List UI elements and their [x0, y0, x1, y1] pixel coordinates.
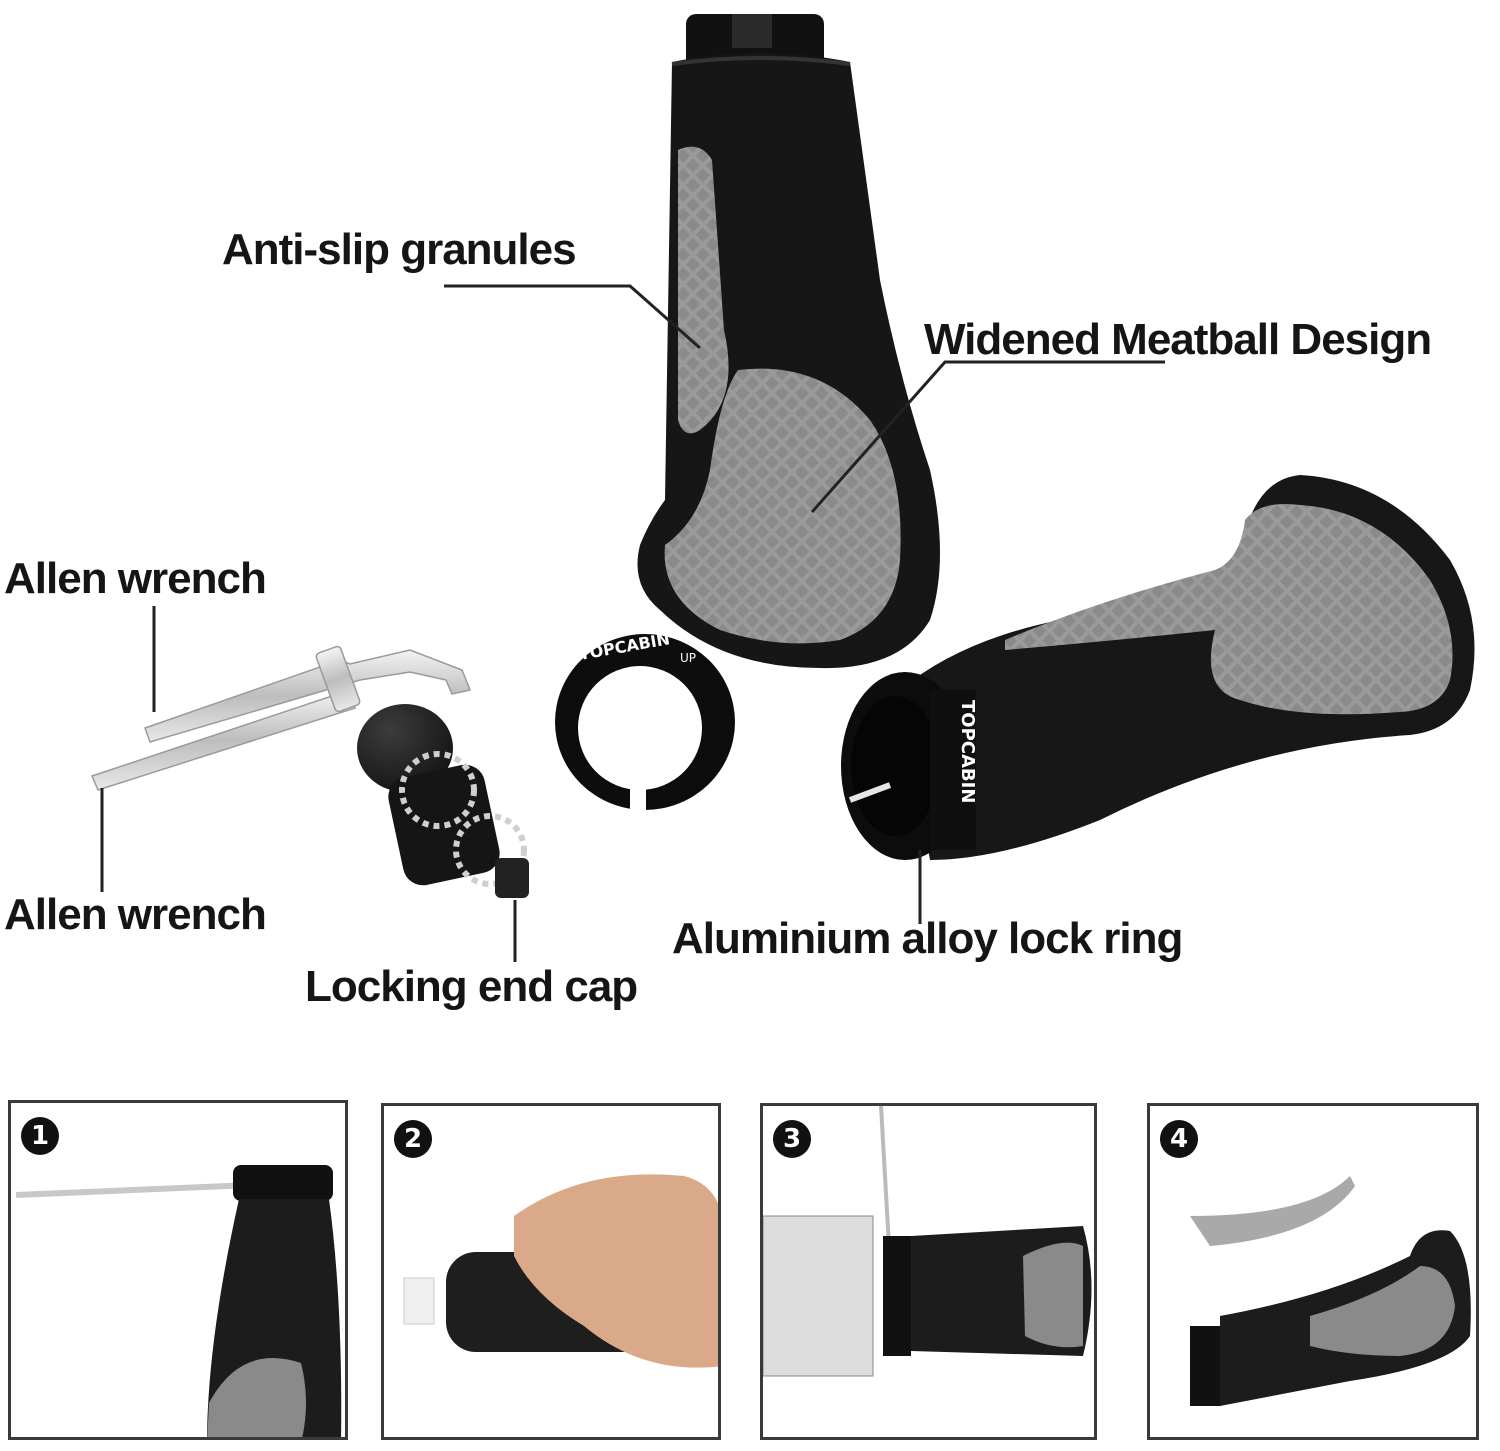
allen-key-in-grip — [848, 782, 892, 803]
callout-anti-slip-granules: Anti-slip granules — [222, 225, 577, 274]
step-3-illustration — [763, 1106, 1092, 1377]
step-panel-2: 2 — [381, 1103, 721, 1440]
step-1-badge: 1 — [21, 1117, 59, 1155]
step-3-grip-pad — [1023, 1242, 1083, 1348]
step-panel-4: 4 — [1147, 1103, 1479, 1440]
allen-wrench-hub — [315, 645, 361, 713]
step-3-badge: 3 — [773, 1120, 811, 1158]
step-2-badge: 2 — [394, 1120, 432, 1158]
step-4-illustration — [1190, 1176, 1471, 1406]
step-2-bar-end — [403, 1277, 435, 1325]
loose-ring-inner — [578, 666, 702, 790]
grip-grey-panel-horizontal — [1005, 504, 1453, 715]
end-cap-gear-upper — [399, 751, 477, 829]
end-cap-gear-lower — [453, 813, 527, 887]
loose-lock-ring: TOPCABIN UP — [555, 629, 735, 814]
callout-allen-wrench-upper: Allen wrench — [4, 554, 267, 603]
allen-wrench-lower — [90, 689, 356, 791]
callout-locking-end-cap: Locking end cap — [305, 962, 638, 1011]
upright-grip — [637, 14, 940, 669]
end-cap-head — [357, 704, 453, 792]
step-4-badge: 4 — [1160, 1120, 1198, 1158]
callout-allen-wrench-lower: Allen wrench — [4, 890, 267, 939]
leader-lines — [100, 284, 1165, 962]
step-1-illustration — [15, 1165, 342, 1437]
leader-meatball — [810, 360, 1165, 513]
grip-grey-meatball-pad — [664, 368, 901, 644]
step-3-lock-ring — [883, 1236, 911, 1356]
grip-top-rim — [671, 56, 851, 66]
end-cap-bolt — [495, 858, 529, 898]
leader-anti-slip — [444, 284, 701, 350]
allen-wrench-upper — [144, 649, 472, 743]
step-3-shifter — [763, 1215, 874, 1377]
horizontal-grip: TOPCABIN — [841, 475, 1475, 860]
ring-brand-text: TOPCABIN — [957, 700, 978, 803]
step-1-grip-pad — [207, 1358, 306, 1437]
lock-ring-bore — [851, 696, 939, 836]
loose-ring-up-mark: UP — [680, 651, 696, 665]
step-4-grip-pad — [1310, 1266, 1455, 1356]
step-1-lock-ring — [233, 1165, 333, 1201]
step-panel-1: 1 — [8, 1100, 348, 1440]
grip-inner-tube-slot — [732, 14, 772, 48]
step-4-brake-lever — [1190, 1176, 1355, 1246]
step-1-wrench — [15, 1182, 252, 1198]
allen-wrenches — [90, 645, 472, 791]
callout-aluminium-alloy-lock-ring: Aluminium alloy lock ring — [672, 914, 1183, 963]
step-2-hand — [514, 1174, 718, 1368]
loose-ring-gap — [630, 780, 646, 814]
grip-grey-side-panel — [678, 146, 729, 434]
step-2-illustration — [403, 1174, 718, 1368]
locking-end-cap — [357, 704, 529, 898]
lock-ring-band — [930, 690, 976, 850]
callout-widened-meatball-design: Widened Meatball Design — [924, 315, 1432, 364]
step-panel-3: 3 — [760, 1103, 1097, 1440]
step-4-lock-ring — [1190, 1326, 1220, 1406]
